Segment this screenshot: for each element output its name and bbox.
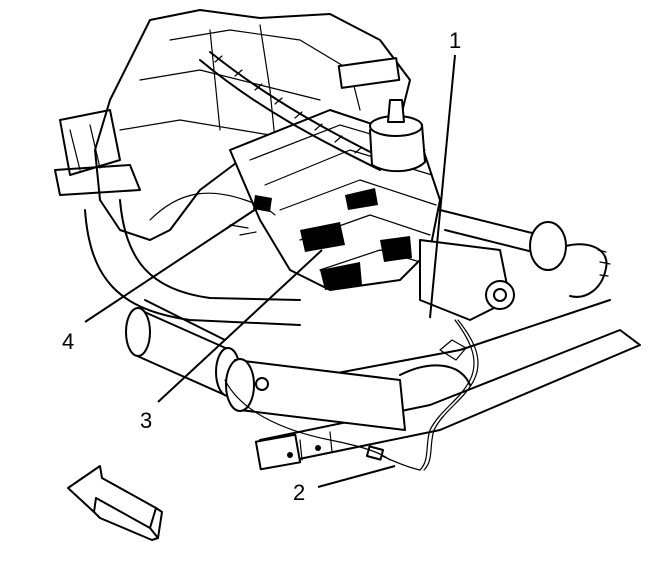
driveshaft	[439, 209, 611, 298]
frame-rail	[84, 199, 301, 326]
sensor-connector	[149, 192, 276, 236]
callout-3: 3	[140, 408, 152, 433]
crossmember	[254, 299, 641, 471]
front-direction-arrow-icon	[67, 465, 163, 541]
leader-line-3	[157, 249, 323, 403]
transmission	[199, 51, 515, 321]
leader-lines	[84, 54, 456, 488]
leader-line-4	[84, 204, 263, 323]
sensor-wiring	[224, 319, 479, 471]
callout-1: 1	[449, 28, 461, 53]
leader-line-1	[429, 54, 456, 319]
leader-line-2	[317, 465, 396, 488]
callout-2: 2	[293, 480, 305, 505]
callout-4: 4	[62, 329, 74, 354]
exhaust-converter	[125, 299, 471, 431]
